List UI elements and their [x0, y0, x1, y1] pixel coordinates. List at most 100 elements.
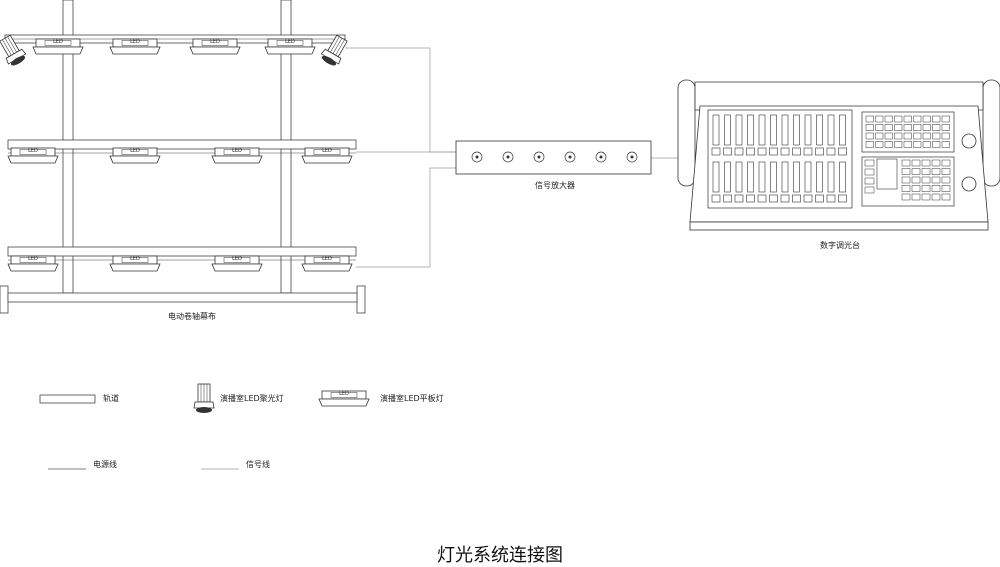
curtain-label: 电动卷轴幕布 — [168, 312, 216, 321]
console-fader — [781, 114, 789, 146]
console-key — [903, 115, 912, 123]
console-fader — [793, 161, 800, 193]
console-key — [911, 159, 921, 167]
console-fader — [724, 161, 731, 193]
console-fader — [770, 114, 777, 146]
console-fader — [816, 114, 823, 146]
console-key — [913, 115, 922, 123]
console-key — [922, 132, 931, 140]
console-fader — [724, 114, 731, 146]
console-key — [922, 141, 931, 148]
console-fader-button — [769, 147, 778, 156]
console-fader-button — [734, 147, 744, 156]
console-key — [903, 141, 912, 148]
console-fader-button — [815, 147, 824, 156]
console-key — [911, 176, 921, 184]
console-key — [932, 124, 941, 131]
panel-led-tag: LED — [232, 148, 242, 154]
console-key — [922, 124, 931, 131]
console-key — [884, 132, 893, 140]
console-fader-button — [838, 147, 847, 156]
console-fader-button — [838, 194, 847, 203]
diagram-title: 灯光系统连接图 — [437, 545, 563, 566]
console-key — [894, 124, 903, 131]
console-key — [903, 132, 912, 140]
console-key — [875, 132, 884, 140]
console-key — [941, 193, 951, 201]
console-key — [864, 186, 875, 194]
console-fader-button — [826, 194, 836, 203]
panel-led-tag: LED — [285, 39, 295, 45]
legend-track-label: 轨道 — [103, 394, 119, 403]
console-key — [941, 124, 950, 131]
console-fader — [781, 161, 789, 193]
console-key — [941, 132, 950, 140]
console-key — [931, 159, 941, 167]
console-fader-button — [746, 194, 755, 203]
console-fader-button — [826, 147, 836, 156]
console-key — [884, 141, 893, 148]
console-key — [911, 168, 921, 175]
console-fader — [747, 161, 754, 193]
console-fader-button — [792, 194, 801, 203]
console-key — [941, 185, 951, 192]
dimmer-console — [677, 79, 1000, 231]
console-key — [941, 115, 950, 123]
console-key — [911, 185, 921, 192]
console-fader — [712, 114, 720, 146]
legend-spotlight-icon — [193, 383, 215, 414]
panel-led-tag: LED — [28, 148, 38, 154]
console-key — [931, 176, 941, 184]
console-key — [864, 159, 875, 167]
console-key — [913, 141, 922, 148]
console-key — [884, 124, 893, 131]
console-fader — [827, 114, 835, 146]
console-fader — [712, 161, 720, 193]
console-fader-button — [711, 147, 721, 156]
console-fader — [758, 161, 766, 193]
console-fader — [747, 114, 754, 146]
panel-led-tag: LED — [130, 148, 140, 154]
console-key — [901, 168, 911, 175]
console-fader — [770, 161, 777, 193]
console-key — [931, 193, 941, 201]
console-key — [865, 141, 874, 148]
console-key — [911, 193, 921, 201]
panel-led-tag: LED — [130, 39, 140, 45]
console-fader — [804, 114, 812, 146]
console-key — [865, 115, 874, 123]
panel-led-tag: LED — [53, 39, 63, 45]
panel-led-tag: LED — [322, 148, 332, 154]
legend-spotlight-label: 演播室LED聚光灯 — [220, 394, 284, 403]
console-key — [884, 115, 893, 123]
motorized-screen — [0, 285, 366, 314]
console-fader-button — [734, 194, 744, 203]
console-key — [941, 168, 951, 175]
legend-track-swatch — [39, 394, 96, 404]
console-fader-button — [792, 147, 801, 156]
panel-lights — [7, 38, 353, 272]
console-key — [865, 124, 874, 131]
console-key — [894, 141, 903, 148]
legend-panel-label: 演播室LED平板灯 — [380, 394, 444, 403]
console-fader — [735, 161, 743, 193]
legend-signal-label: 信号线 — [246, 460, 270, 469]
console-fader-button — [757, 147, 767, 156]
console-key — [894, 132, 903, 140]
track-row-3 — [7, 246, 357, 261]
console-key — [875, 141, 884, 148]
track-row-2 — [7, 139, 357, 154]
panel-led-tag: LED — [210, 39, 220, 45]
console-key — [894, 115, 903, 123]
console-key — [901, 185, 911, 192]
console-key — [931, 185, 941, 192]
console-key — [901, 159, 911, 167]
legend-power-label: 电源线 — [93, 460, 117, 469]
console-key — [921, 168, 931, 175]
console-key — [941, 176, 951, 184]
console-key — [932, 115, 941, 123]
console-label: 数字调光台 — [820, 241, 860, 250]
console-key — [901, 176, 911, 184]
